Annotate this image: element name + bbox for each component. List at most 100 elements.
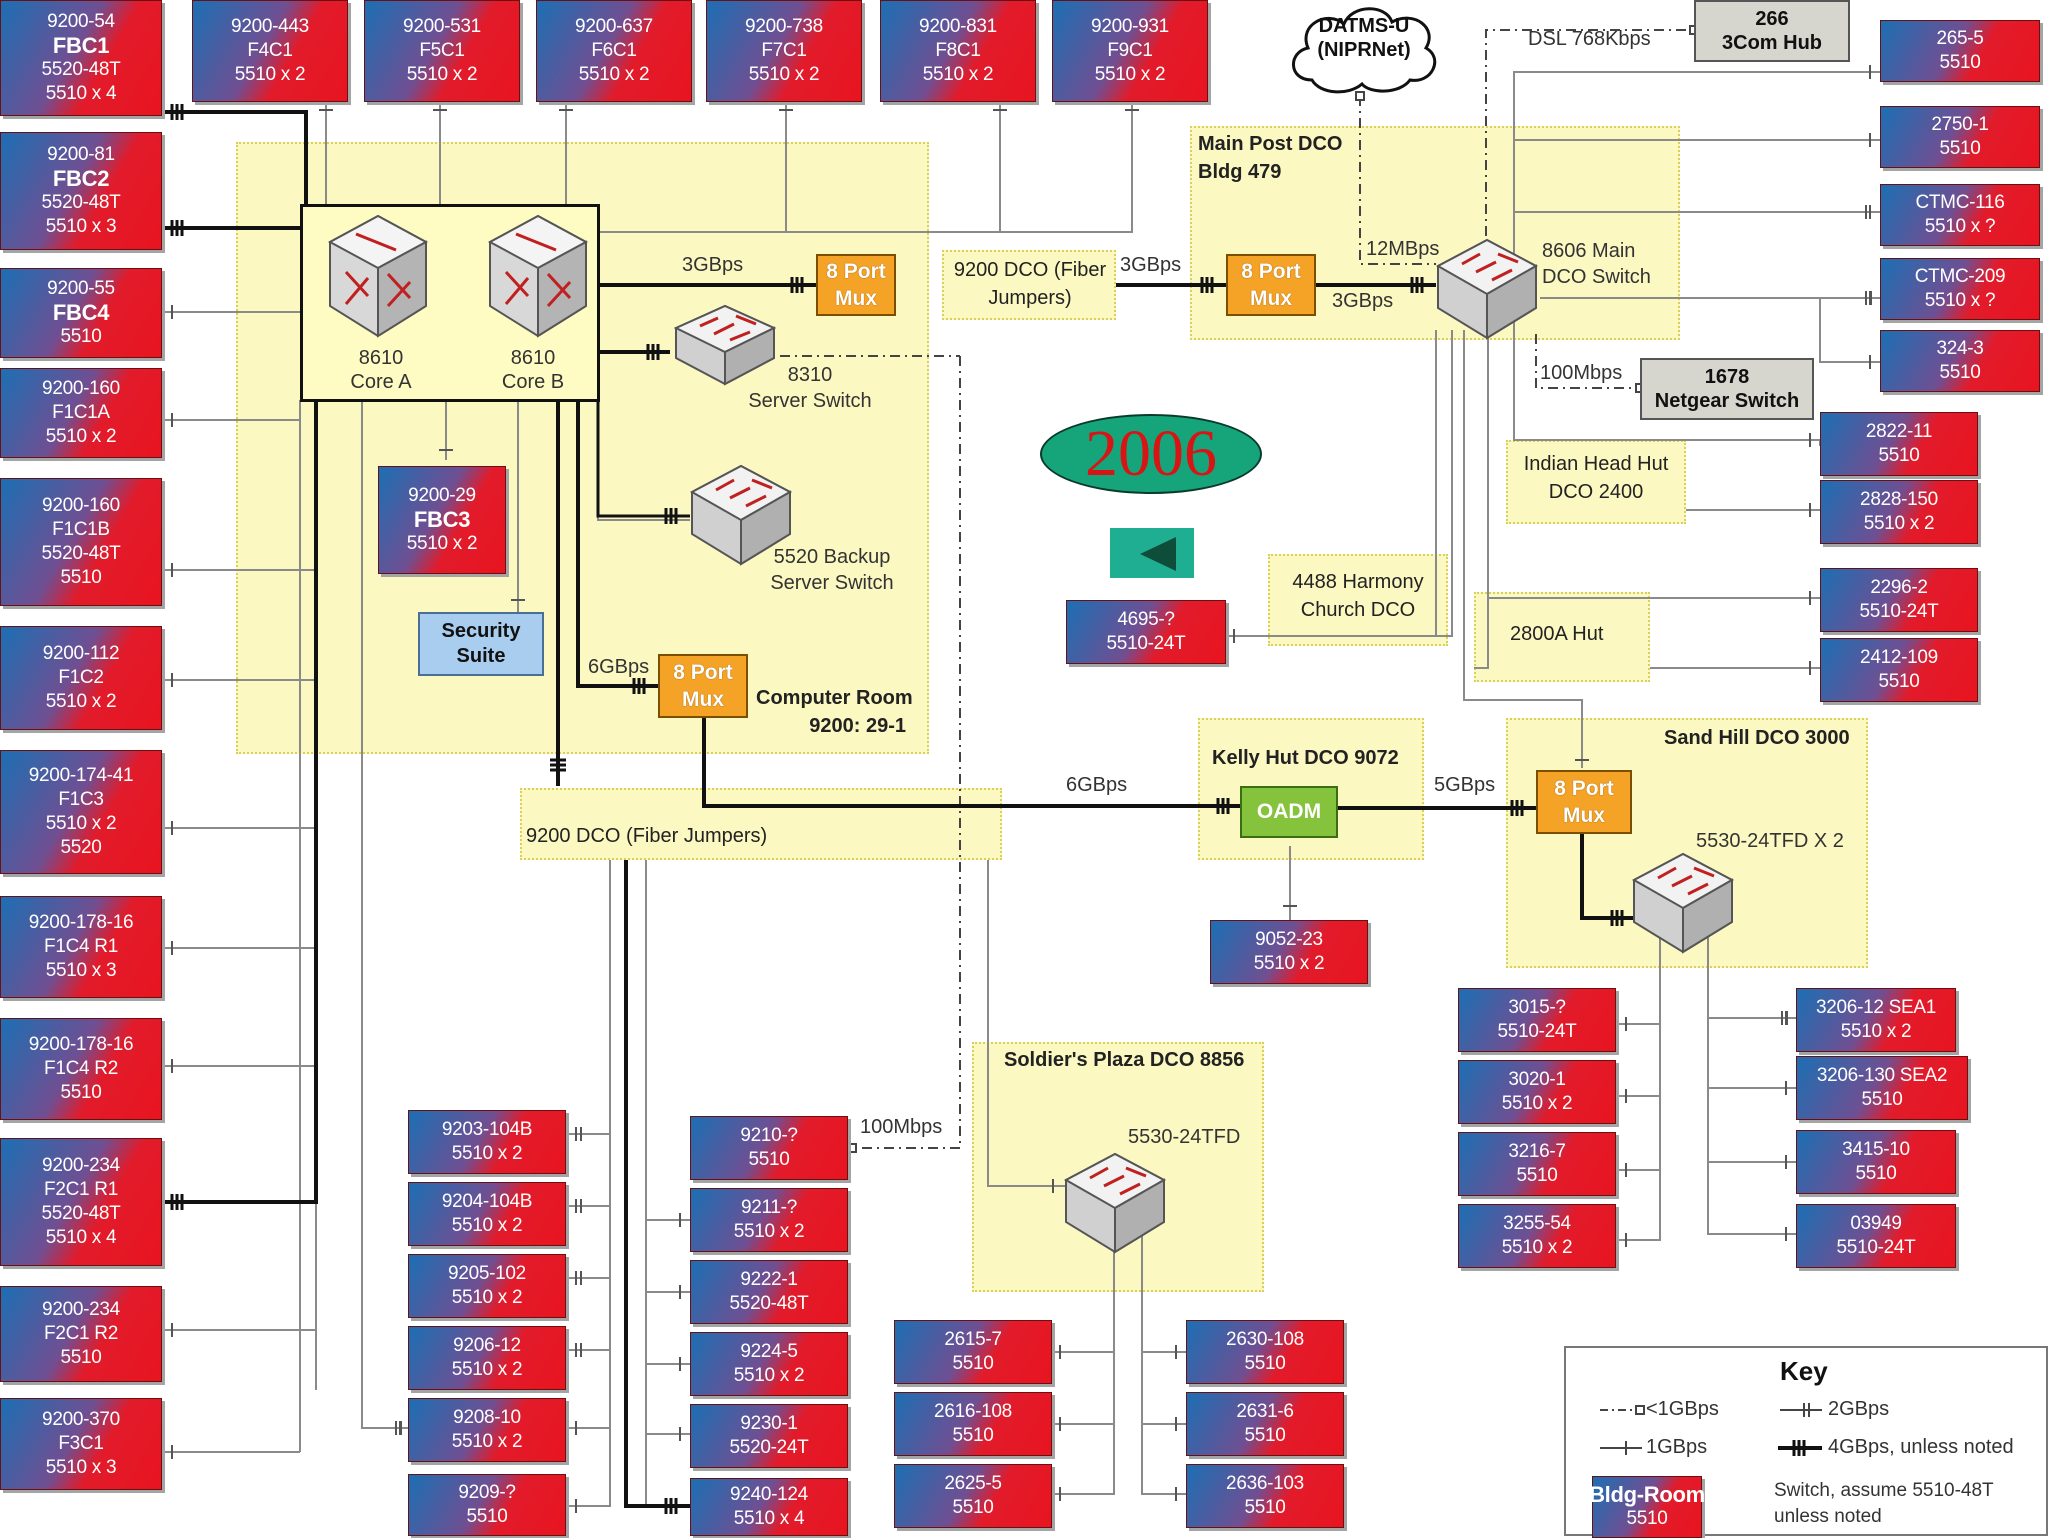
3com-hub-line2: 3Com Hub xyxy=(1722,32,1822,54)
building-line: 3216-7 xyxy=(1508,1141,1566,1162)
building-line: 5510 x ? xyxy=(1924,290,1996,311)
link-label-cr-6g: 6GBps xyxy=(588,656,650,678)
building-line: 5510 x 2 xyxy=(45,426,117,447)
building-line: 9222-1 xyxy=(740,1269,798,1290)
building-line: 265-5 xyxy=(1936,28,1984,49)
hut-2800-label: 2800A Hut xyxy=(1510,623,1604,645)
building-line: 5520-48T xyxy=(41,1203,121,1224)
building-line: 9200-160 xyxy=(42,495,120,516)
legend-sample-line1: Bldg-Room xyxy=(1589,1482,1705,1507)
building-box: 324-3 5510 xyxy=(1880,330,2040,392)
computer-room-line1: Computer Room xyxy=(756,687,913,709)
legend-line-samples xyxy=(1600,1403,1822,1456)
cloud-label: DATMS-U (NIPRNet) xyxy=(1296,14,1432,62)
building-line: 2625-5 xyxy=(944,1473,1002,1494)
building-line: 9203-104B xyxy=(441,1119,533,1140)
main-switch-line1: 8606 Main xyxy=(1542,240,1636,262)
building-line: 9200-55 xyxy=(47,278,115,299)
building-line: 324-3 xyxy=(1936,338,1984,359)
indian-head-zone xyxy=(1506,440,1686,524)
netgear-line2: Netgear Switch xyxy=(1654,390,1800,412)
building-line: 5520-24T xyxy=(729,1437,809,1458)
backup-switch-line2: Server Switch xyxy=(770,572,894,594)
building-box: 9206-12 5510 x 2 xyxy=(408,1326,566,1390)
building-line: 5510 x ? xyxy=(1924,216,1996,237)
3com-hub: 266 3Com Hub xyxy=(1694,0,1850,62)
building-line: 5510 xyxy=(952,1425,994,1446)
fiber-top-line1: 9200 DCO (Fiber xyxy=(953,259,1107,281)
legend-note-line1: Switch, assume 5510-48T xyxy=(1774,1480,1994,1501)
building-line: 9200-112 xyxy=(42,643,120,664)
building-box: 9211-?5510 x 2 xyxy=(690,1188,848,1252)
mux-computer-room: 8 Port Mux xyxy=(658,654,748,718)
building-line: 5510-24T xyxy=(1497,1021,1577,1042)
building-line: 3415-10 xyxy=(1842,1139,1910,1160)
sand-hill-switch-icon xyxy=(1631,852,1735,954)
sand-hill-label: Sand Hill DCO 3000 xyxy=(1664,727,1850,749)
server-switch-label: 8310 Server Switch xyxy=(740,362,880,414)
building-line: 5510 xyxy=(1244,1497,1286,1518)
building-box: 3216-7 5510 xyxy=(1458,1132,1616,1196)
building-line: 5510 xyxy=(1244,1353,1286,1374)
building-line: 5510 x 3 xyxy=(45,960,117,981)
building-line: 5510 xyxy=(1244,1425,1286,1446)
building-line: 5510 xyxy=(60,1082,102,1103)
building-line: 5510 x 2 xyxy=(1863,513,1935,534)
fiber-top-label: 9200 DCO (Fiber Jumpers) xyxy=(948,256,1112,312)
link-label-kelly-6g: 6GBps xyxy=(1066,774,1128,796)
building-line: FBC3 xyxy=(413,507,471,532)
core-a-line1: 8610 xyxy=(358,347,404,369)
building-line: 5510 x 2 xyxy=(234,64,306,85)
building-line: F1C4 R1 xyxy=(44,936,118,957)
building-box: 9209-?5510 xyxy=(408,1474,566,1536)
legend-note-line2: unless noted xyxy=(1774,1506,1882,1527)
back-button[interactable] xyxy=(1110,528,1194,578)
legend-lt1: <1GBps xyxy=(1646,1398,1719,1420)
building-line: F2C1 R1 xyxy=(44,1179,118,1200)
building-line: 5520-48T xyxy=(41,543,121,564)
fiber-jumpers-mid-zone xyxy=(520,788,1002,860)
building-line: 9200-234 xyxy=(42,1155,120,1176)
building-line: 5510 x 2 xyxy=(1094,64,1166,85)
core-b-label: 8610 Core B xyxy=(488,346,578,394)
building-line: 2636-103 xyxy=(1226,1473,1304,1494)
building-line: 5510 x 2 xyxy=(451,1359,523,1380)
legend-building-sample: Bldg-Room 5510 xyxy=(1589,1476,1705,1538)
building-line: 9206-12 xyxy=(453,1335,521,1356)
3com-hub-line1: 266 xyxy=(1755,8,1789,30)
legend-2g: 2GBps xyxy=(1828,1398,1890,1420)
building-line: FBC4 xyxy=(52,300,110,325)
building-line: 9204-104B xyxy=(441,1191,533,1212)
mux-main-line1: 8 Port xyxy=(1241,260,1301,283)
building-line: 5510 x 2 xyxy=(1253,953,1325,974)
link-label-100mbps-9210: 100Mbps xyxy=(860,1116,943,1138)
building-line: 9224-5 xyxy=(740,1341,798,1362)
soldier-switch-label: 5530-24TFD xyxy=(1128,1126,1241,1148)
building-line: 5510 xyxy=(1939,362,1981,383)
building-line: 5510 xyxy=(60,326,102,347)
building-line: 3206-130 SEA2 xyxy=(1816,1065,1948,1086)
building-line: 5510 x 4 xyxy=(45,83,117,104)
building-line: 2750-1 xyxy=(1931,114,1989,135)
building-line: F4C1 xyxy=(247,40,293,61)
backup-switch-line1: 5520 Backup xyxy=(773,546,891,568)
server-switch-icon xyxy=(673,304,777,386)
building-line: 5510 xyxy=(1516,1165,1558,1186)
building-line: 2631-6 xyxy=(1236,1401,1294,1422)
sand-switch-label: 5530-24TFD X 2 xyxy=(1696,830,1844,852)
mux-core-line2: Mux xyxy=(835,287,877,310)
core-b-line2: Core B xyxy=(501,371,565,393)
